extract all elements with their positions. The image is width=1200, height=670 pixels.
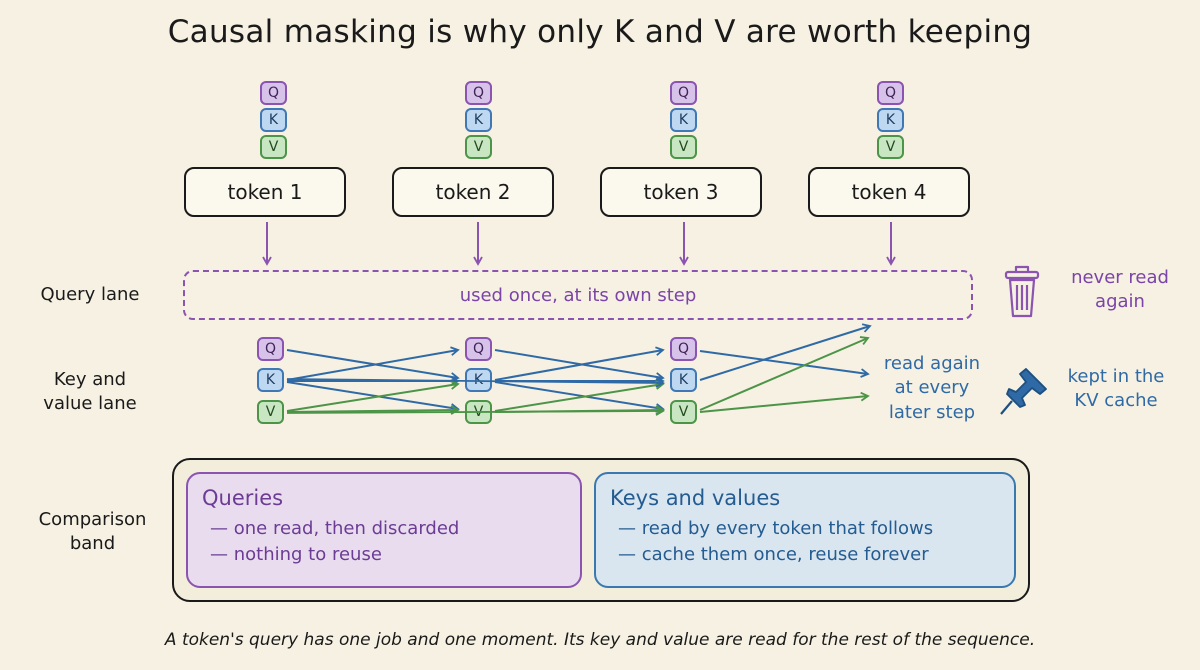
token-1-box: token 1 [184,167,346,217]
kv-lane-label-line1: Key and [53,369,127,390]
kv-lane-token1-v-chip: V [257,400,284,424]
read-again-line2: at every [894,377,970,399]
keys-values-line-1: — read by every token that follows [618,518,934,539]
keys-values-line-2: — cache them once, reuse forever [618,544,929,566]
kv-lane-token1-k-chip: K [257,368,284,392]
queries-line-1: — one read, then discarded [210,518,460,539]
pushpin-icon [1000,368,1047,415]
kv-lane-label: Key and value lane [20,368,160,417]
token3-k-chip: K [670,108,697,132]
diagram-caption: A token's query has one job and one mome… [164,630,1036,650]
token4-q-chip: Q [877,81,904,105]
kv-lane-token3-v-chip: V [670,400,697,424]
query-lane-text: used once, at its own step [459,284,697,306]
never-read-line2: again [1095,291,1145,313]
token2-v-chip: V [465,135,492,159]
kept-line2: KV cache [1074,390,1158,412]
kept-line1: kept in the [1067,366,1165,387]
kept-in-cache-note: kept in the KV cache [1046,365,1186,414]
t2k-to-t3v-arrow [494,381,665,413]
comparison-label-line2: band [69,533,116,555]
t1k-to-t3k-arrow [286,378,665,388]
token4-v-chip: V [877,135,904,159]
token3-v-chip: V [670,135,697,159]
keys-values-card: Keys and values — read by every token th… [594,472,1016,588]
t1v-to-t3v-arrow [286,406,665,416]
t3k-to-later-step-arrow [699,323,872,381]
diagram-title: Causal masking is why only K and V are w… [167,14,1033,50]
query-lane-label: Query lane [40,284,140,305]
read-again-line1: read again [883,353,981,374]
t2q-to-t3k-arrow [494,349,665,382]
queries-line-2: — nothing to reuse [210,544,382,566]
read-again-line3: later step [888,401,976,423]
token-4-box: token 4 [808,167,970,217]
token-2-box: token 2 [392,167,554,217]
comparison-label-line1: Comparison [38,509,147,530]
token2-k-chip: K [465,108,492,132]
t1v-to-t2v-arrow [286,405,460,415]
kv-lane-label-line2: value lane [43,393,137,415]
token1-v-chip: V [260,135,287,159]
trash-can-icon [1004,265,1040,318]
token1-q-chip: Q [260,81,287,105]
kv-lane-token2-k-chip: K [465,368,492,392]
read-again-note: read again at every later step [868,352,996,425]
token3-q-chip: Q [670,81,697,105]
token1-k-chip: K [260,108,287,132]
keys-values-card-title: Keys and values [610,486,781,510]
query-lane: used once, at its own step [183,270,973,320]
t1k-to-t2v-arrow [286,381,460,413]
t3v-to-later-arrow [699,391,870,413]
queries-card: Queries — one read, then discarded — not… [186,472,582,588]
token4-k-chip: K [877,108,904,132]
kv-lane-token3-q-chip: Q [670,337,697,361]
never-read-note: never read again [1050,266,1190,315]
token-3-box: token 3 [600,167,762,217]
kv-lane-token2-q-chip: Q [465,337,492,361]
t3v-to-later-step-arrow [699,336,870,411]
t1q-to-t2k-arrow [286,349,460,382]
kv-lane-token1-q-chip: Q [257,337,284,361]
t2v-to-t3k-arrow [494,380,665,412]
kv-lane-token3-k-chip: K [670,368,697,392]
token2-q-chip: Q [465,81,492,105]
t1v-to-t2k-arrow [286,380,460,412]
comparison-band-label: Comparison band [15,508,170,557]
queries-card-title: Queries [202,486,284,510]
t3q-to-later-arrow [699,350,870,378]
never-read-line1: never read [1071,267,1169,288]
